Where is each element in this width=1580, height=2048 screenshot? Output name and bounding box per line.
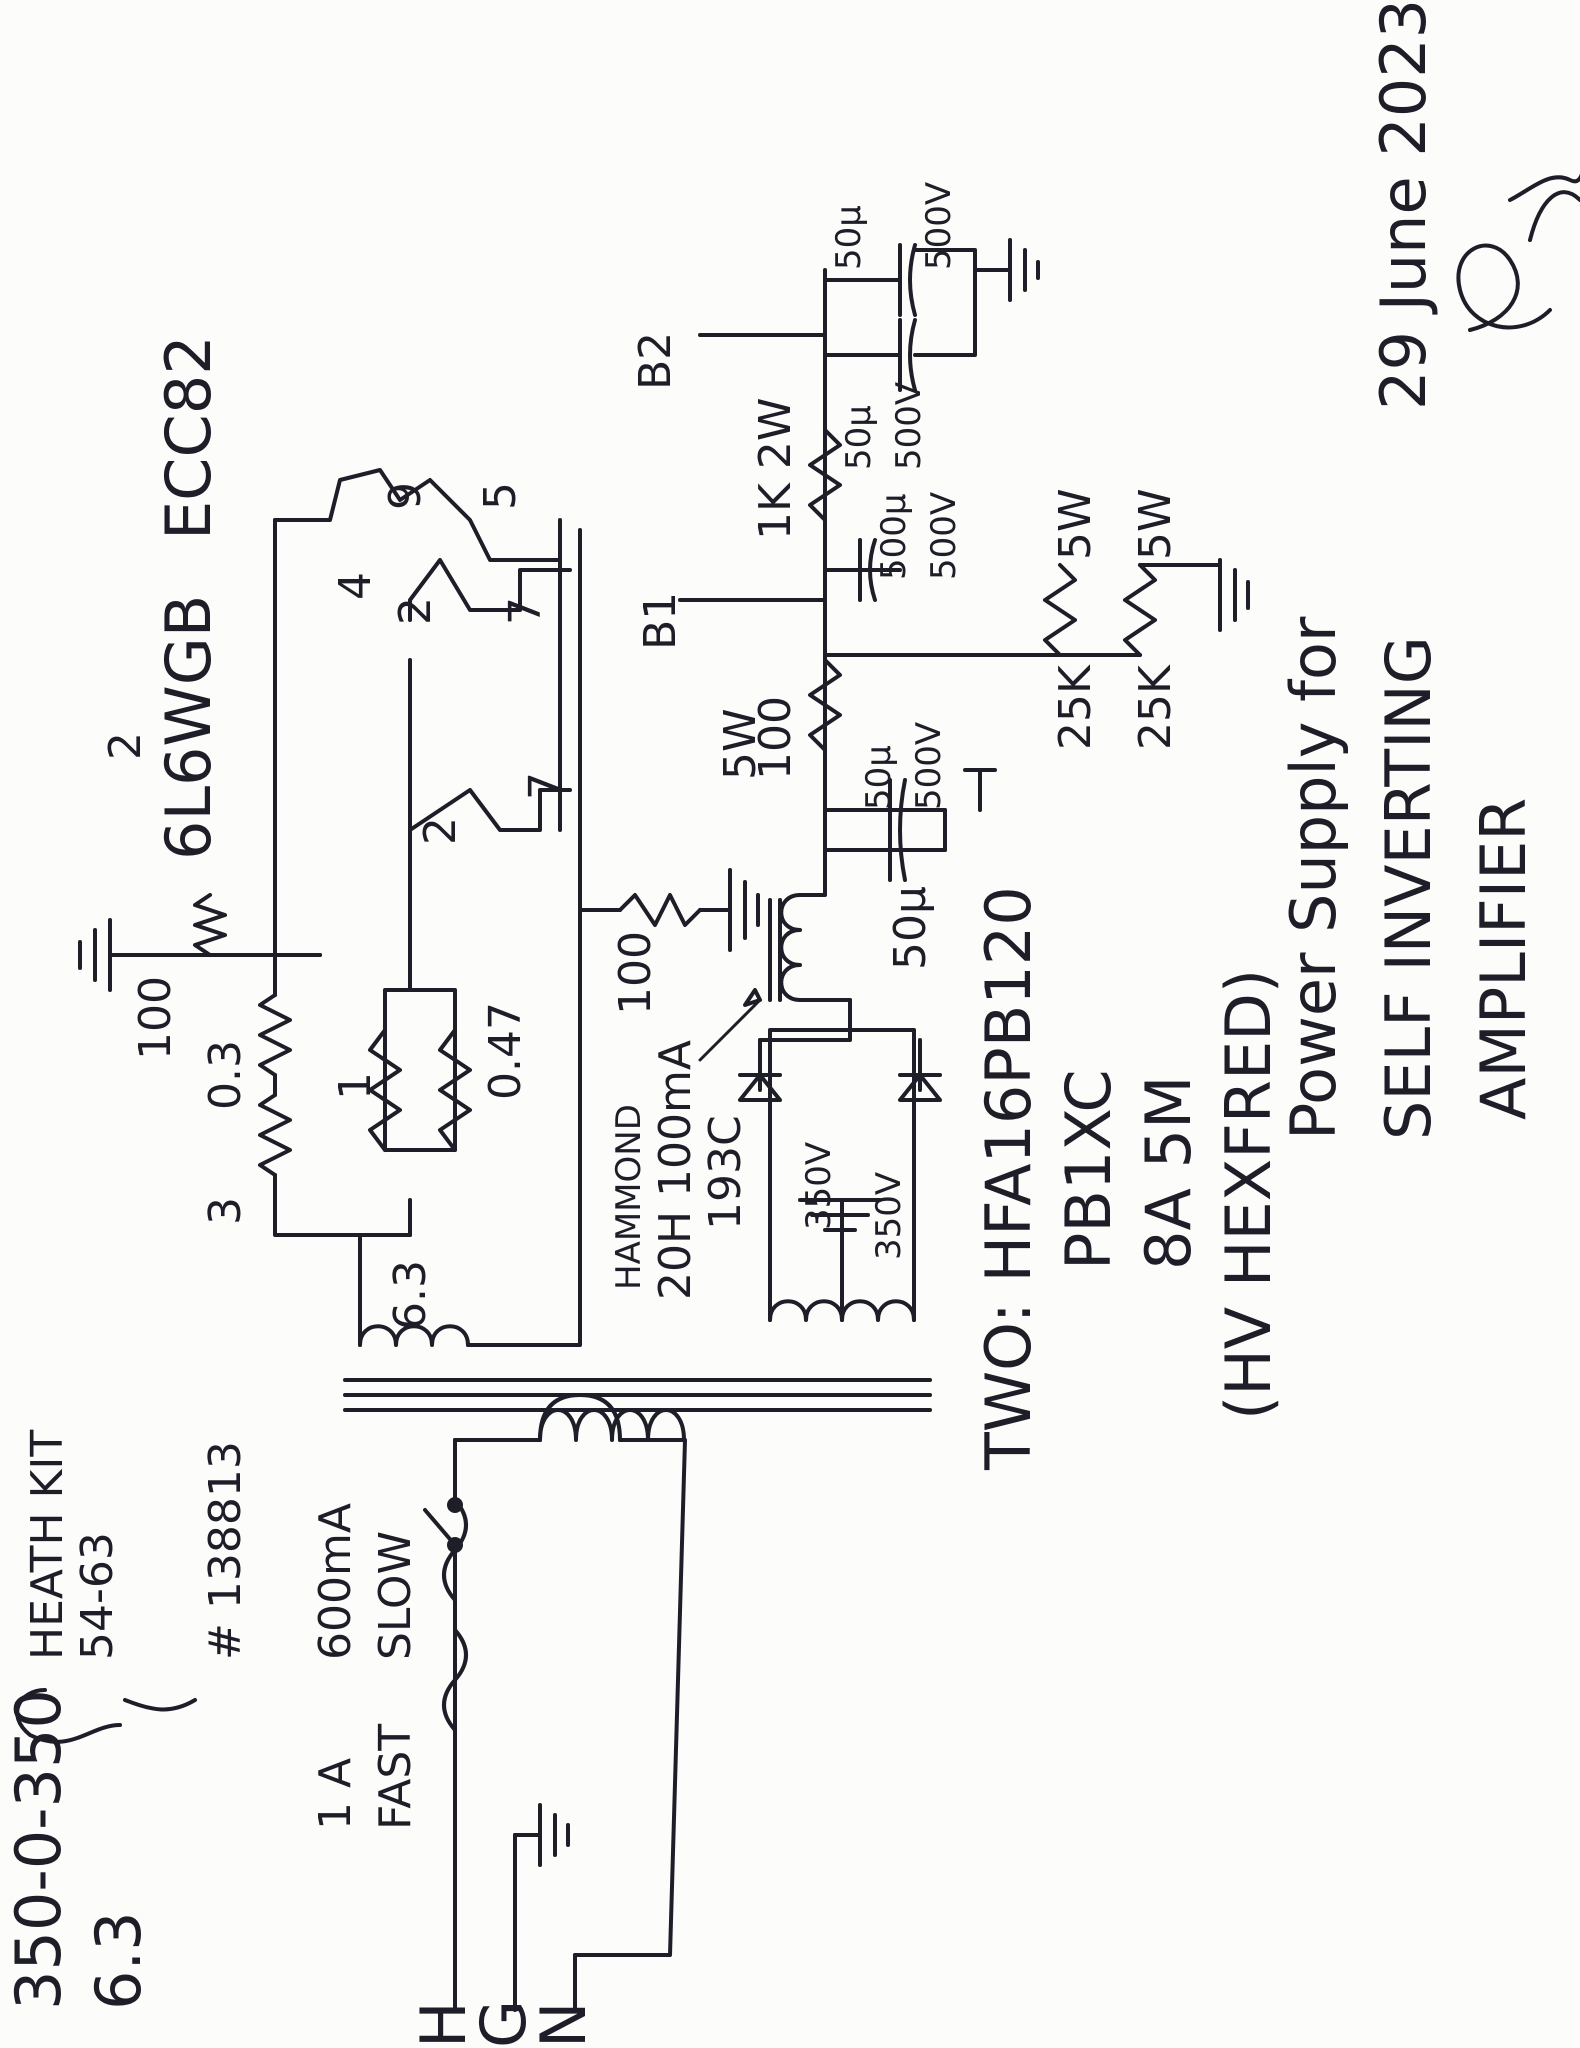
terminal-n: N [527, 2002, 600, 2048]
pin-7b: 7 [500, 597, 551, 625]
heater-resistor-chain [258, 518, 322, 1202]
primary-winding [453, 1393, 686, 1442]
transformer-part-number: # 138813 [200, 1441, 251, 1660]
c3-value: 500µ [874, 493, 914, 580]
r-drop-value: 100 [750, 696, 801, 780]
heater-winding [273, 528, 582, 1347]
c3-voltage: 500V [924, 492, 964, 580]
bleeder2-value: 25K [1130, 664, 1181, 750]
pin-9: 9 [380, 482, 431, 510]
pin-4: 4 [330, 572, 381, 600]
filter-choke [698, 808, 852, 1062]
pin-7a: 7 [520, 772, 571, 800]
driver-tube-type: ECC82 [152, 335, 225, 540]
hv-secondary [768, 1028, 916, 1322]
transformer-model: 54-63 [72, 1532, 123, 1660]
heater-r-3: 3 [200, 1197, 251, 1225]
heater-r-100-b: 100 [610, 931, 661, 1015]
signature [1456, 173, 1580, 332]
output-tube-qty: 2 [100, 732, 151, 760]
bracket-icon [15, 1688, 122, 1744]
transformer-core [343, 1378, 932, 1412]
terminal-g: G [467, 2000, 540, 2048]
pin-5: 5 [475, 482, 526, 510]
bracket-icon [123, 1698, 197, 1712]
heater-parallel-resistors [358, 658, 472, 1237]
r-b2-value: 1K 2W [750, 398, 801, 540]
fuse2-rating: 600mA [310, 1503, 361, 1660]
hv-half-1: 350V [799, 1142, 839, 1230]
hum-balance-resistor-2 [578, 868, 760, 952]
c2-voltage: 500V [909, 722, 949, 810]
ground-icon [963, 768, 997, 812]
fuse1-type: FAST [370, 1724, 421, 1830]
output-tube-type: 6L6WGB [152, 595, 225, 860]
diode-spec-3: (HV HEXFRED) [1212, 969, 1285, 1420]
heater-r-0-47: 0.47 [480, 1002, 531, 1100]
b2-label: B2 [630, 332, 681, 390]
fuse-1a [442, 1628, 468, 1732]
rectifier-diodes [738, 998, 942, 1102]
fuse2-type: SLOW [370, 1531, 421, 1660]
c5-value: 50µ [829, 205, 869, 270]
filament-voltage: 6.3 [82, 1911, 155, 2010]
c4-voltage: 500V [889, 382, 929, 470]
heater-voltage: 6.3 [385, 1260, 436, 1330]
ground-icon [538, 1803, 570, 1867]
choke-model: 193C [700, 1115, 751, 1230]
title-line-2: SELF INVERTING [1372, 636, 1445, 1140]
b1-label: B1 [635, 592, 686, 650]
bleeder2-watt: 5W [1130, 489, 1181, 561]
bleeder1-value: 25K [1050, 664, 1101, 750]
bleeder1-watt: 5W [1050, 489, 1101, 561]
ground-icon [78, 918, 112, 992]
ground-icon [1138, 558, 1250, 632]
title-line-3: AMPLIFIER [1467, 798, 1540, 1120]
c4-value: 50µ [839, 405, 879, 470]
choke-spec: 20H 100mA [650, 1040, 701, 1300]
heater-r-100-a: 100 [130, 976, 181, 1060]
terminal-h: H [407, 2001, 480, 2048]
title-line-1: Power Supply for [1277, 616, 1350, 1140]
ground-icon [798, 1198, 882, 1232]
diode-spec-2: 8A 5M [1132, 1075, 1205, 1270]
r-drop-watt: 5W [715, 709, 766, 781]
diode-type: TWO: HFA16PB120 [972, 886, 1045, 1471]
heater-r-0-3: 0.3 [200, 1040, 251, 1110]
choke-maker: HAMMOND [609, 1104, 649, 1290]
c2-value: 50µ [859, 745, 899, 810]
heater-r-1: 1 [330, 1072, 381, 1100]
hv-half-2: 350V [869, 1172, 909, 1260]
mains-input [453, 1438, 687, 2012]
tube-pins [273, 468, 572, 862]
diode-spec-1: PB1XC [1052, 1069, 1125, 1270]
hum-balance-resistor [78, 893, 322, 992]
transformer-maker: HEATH KIT [22, 1430, 73, 1660]
c1-value: 50µ [885, 886, 936, 970]
fuse1-rating: 1 A [310, 1758, 361, 1830]
power-switch[interactable] [423, 1438, 463, 1553]
c5-voltage: 500V [919, 182, 959, 270]
pin-2a: 2 [415, 817, 466, 845]
date: 29 June 2023 [1367, 0, 1440, 410]
ground-icon [728, 868, 760, 952]
ground-icon [973, 238, 1040, 302]
pin-2b: 2 [390, 597, 441, 625]
filter-network [678, 238, 1250, 882]
